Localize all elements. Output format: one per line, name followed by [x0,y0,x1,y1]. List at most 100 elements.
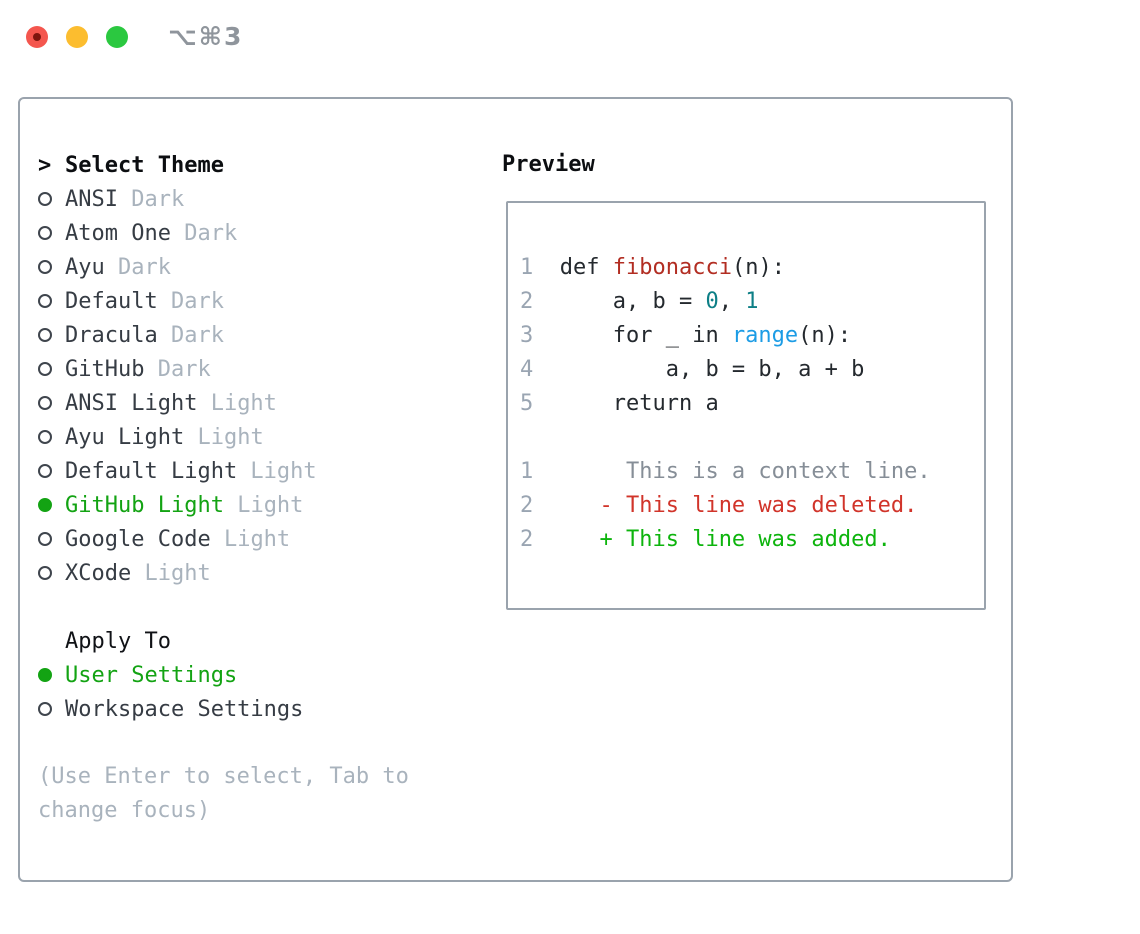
theme-variant: Dark [157,288,224,314]
theme-variant: Light [131,560,211,586]
theme-name: Default Light [65,458,238,484]
title-bar: ⌥⌘3 [0,0,1140,97]
radio-icon [38,532,52,546]
line-number: 1 [520,255,560,280]
prompt-icon: > [38,152,52,178]
code-token-code: def [559,255,613,280]
code-token-deleted: - This line was deleted. [559,493,918,518]
theme-option-github[interactable]: GitHub Dark [38,352,498,386]
apply-option-label: Workspace Settings [65,696,304,722]
theme-option-ansi[interactable]: ANSI Dark [38,182,498,216]
radio-marker [38,464,65,478]
code-token-code: for _ in [559,323,732,348]
zoom-button[interactable] [106,26,128,48]
code-token-code: a, b = [559,289,706,314]
radio-marker [38,498,65,512]
theme-option-ayu-light[interactable]: Ayu Light Light [38,420,498,454]
theme-variant: Dark [157,322,224,348]
traffic-lights [26,26,128,48]
theme-name: Atom One [65,220,171,246]
preview-line: 4 a, b = b, a + b [520,353,984,387]
theme-option-xcode[interactable]: XCode Light [38,556,498,590]
theme-variant: Dark [117,186,185,212]
radio-marker [38,192,65,206]
radio-icon [38,396,52,410]
code-token-code: , [718,289,746,314]
theme-option-google-code[interactable]: Google Code Light [38,522,498,556]
line-number: 1 [520,459,560,484]
code-token-builtin: range [731,323,799,348]
theme-variant: Light [184,424,264,450]
radio-marker [38,430,65,444]
radio-marker [38,668,65,682]
code-token-code: return a [559,391,719,416]
theme-variant: Dark [170,220,238,246]
code-token-code: (n): [798,323,852,348]
spacer [38,726,498,760]
selected-radio-icon [38,498,52,512]
apply-to-header-row: Apply To [38,624,498,658]
select-theme-header-row: > Select Theme [38,148,498,182]
radio-marker [38,226,65,240]
theme-option-atom-one[interactable]: Atom One Dark [38,216,498,250]
preview-line: 2 a, b = 0, 1 [520,285,984,319]
theme-name: Google Code [65,526,211,552]
theme-option-ansi-light[interactable]: ANSI Light Light [38,386,498,420]
code-token-added: + This line was added. [559,527,891,552]
radio-icon [38,702,52,716]
radio-marker [38,396,65,410]
hint-line-1: (Use Enter to select, Tab to [38,764,409,789]
code-token-context: This is a context line. [559,459,931,484]
radio-icon [38,566,52,580]
theme-option-github-light[interactable]: GitHub Light Light [38,488,498,522]
radio-icon [38,226,52,240]
select-theme-header: Select Theme [65,152,224,178]
preview-line [520,421,984,455]
theme-option-default-light[interactable]: Default Light Light [38,454,498,488]
line-number: 4 [520,357,560,382]
theme-variant: Dark [104,254,171,280]
theme-name: ANSI Light [65,390,198,416]
theme-name: ANSI [65,186,118,212]
theme-variant: Light [237,458,317,484]
preview-line: 5 return a [520,387,984,421]
apply-option-workspace-settings[interactable]: Workspace Settings [38,692,498,726]
window-title: ⌥⌘3 [168,22,244,51]
theme-variant: Light [210,526,291,552]
radio-marker [38,328,65,342]
radio-marker [38,362,65,376]
minimize-button[interactable] [66,26,88,48]
theme-option-ayu[interactable]: Ayu Dark [38,250,498,284]
line-number: 2 [520,289,560,314]
code-token-code: a, b = b, a + b [559,357,865,382]
radio-marker [38,566,65,580]
apply-option-label: User Settings [65,662,238,688]
theme-option-dracula[interactable]: Dracula Dark [38,318,498,352]
preview-line: 3 for _ in range(n): [520,319,984,353]
theme-name: GitHub [65,356,145,382]
theme-variant: Light [223,492,304,518]
spacer [38,590,498,624]
radio-marker [38,532,65,546]
theme-name: XCode [65,560,132,586]
radio-marker [38,702,65,716]
theme-option-default[interactable]: Default Dark [38,284,498,318]
line-number: 2 [520,493,560,518]
line-number: 3 [520,323,560,348]
close-button[interactable] [26,26,48,48]
apply-option-user-settings[interactable]: User Settings [38,658,498,692]
preview-header: Preview [502,152,595,177]
radio-marker [38,294,65,308]
code-token-number: 1 [745,289,759,314]
radio-icon [38,192,52,206]
radio-icon [38,260,52,274]
code-token-number: 0 [705,289,719,314]
preview-line: 1 This is a context line. [520,455,984,489]
theme-variant: Dark [144,356,211,382]
selected-radio-icon [38,668,52,682]
